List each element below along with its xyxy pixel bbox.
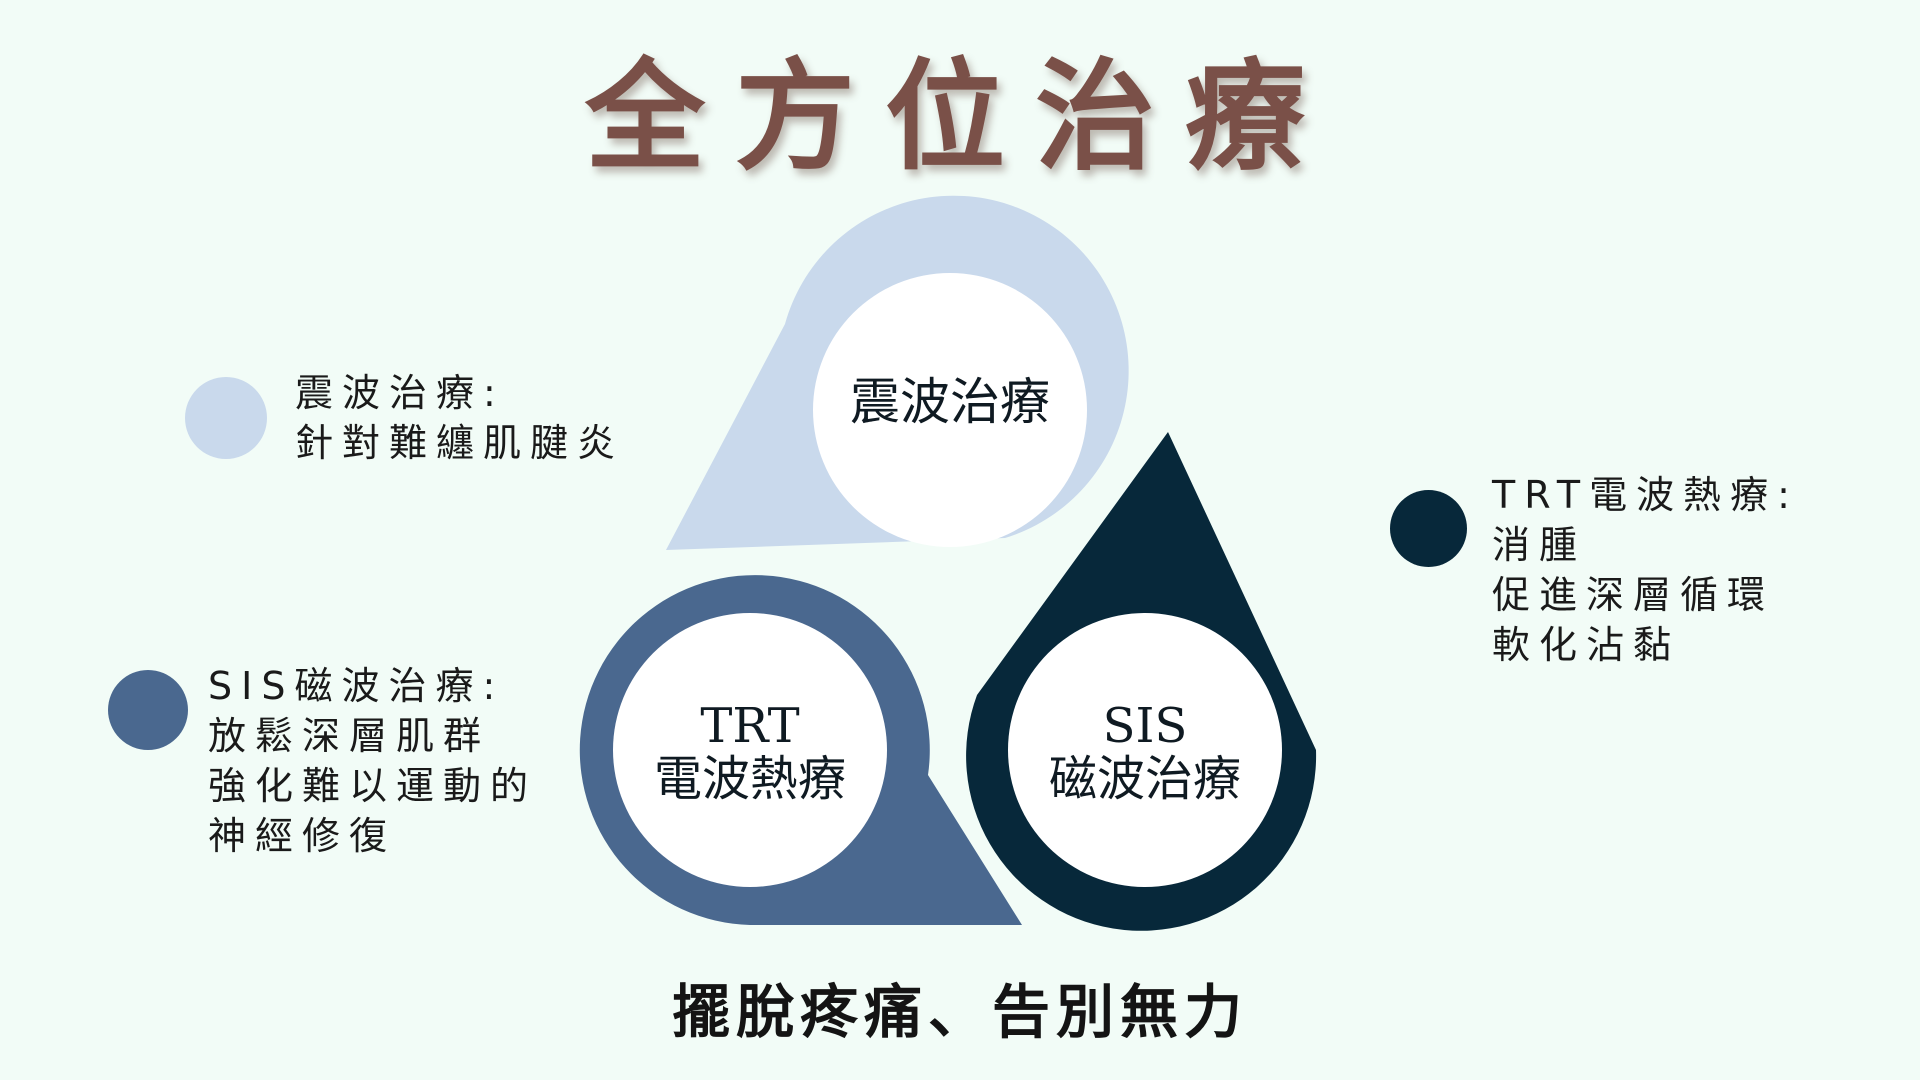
- shock-wave-label-line-1: 震波治療: [850, 373, 1050, 431]
- sis-label-line-2: 磁波治療: [1048, 750, 1241, 807]
- shock-wave-legend-line-2: 針對難纏肌腱炎: [295, 421, 625, 465]
- trt-center-label: TRT 電波熱療: [610, 700, 890, 806]
- sis-legend-line-1: SIS磁波治療:: [208, 664, 505, 708]
- trt-legend-dot: [1390, 490, 1467, 567]
- trt-label-line-1: TRT: [700, 698, 800, 754]
- trt-legend-line-2: 消腫: [1492, 523, 1587, 567]
- sis-legend-line-3: 強化難以運動的: [208, 764, 538, 808]
- sis-legend-line-2: 放鬆深層肌群: [208, 714, 491, 758]
- trt-legend-text: TRT電波熱療: 消腫 促進深層循環 軟化沾黏: [1492, 470, 1799, 670]
- shock-wave-inner-circle: [813, 273, 1087, 547]
- sis-label-line-1: SIS: [1102, 698, 1188, 754]
- sis-legend-line-4: 神經修復: [208, 814, 397, 858]
- sis-legend-dot: [108, 670, 188, 750]
- trt-legend-line-1: TRT電波熱療:: [1492, 473, 1799, 517]
- trt-inner-circle: [613, 613, 887, 887]
- sis-center-label: SIS 磁波治療: [1005, 700, 1285, 806]
- shock-wave-legend-line-1: 震波治療:: [295, 371, 505, 415]
- sis-legend-text: SIS磁波治療: 放鬆深層肌群 強化難以運動的 神經修復: [208, 661, 537, 861]
- trt-legend-line-3: 促進深層循環: [1492, 573, 1775, 617]
- page-title: 全方位治療: [585, 46, 1335, 187]
- sis-inner-circle: [1008, 613, 1282, 887]
- footer-slogan: 擺脫疼痛、告別無力: [671, 978, 1248, 1046]
- shock-wave-center-label: 震波治療: [810, 375, 1090, 430]
- trt-label-line-2: 電波熱療: [653, 750, 846, 807]
- shock-wave-legend-text: 震波治療: 針對難纏肌腱炎: [295, 368, 624, 468]
- trt-legend-line-4: 軟化沾黏: [1492, 623, 1681, 667]
- shock-wave-legend-dot: [185, 377, 267, 459]
